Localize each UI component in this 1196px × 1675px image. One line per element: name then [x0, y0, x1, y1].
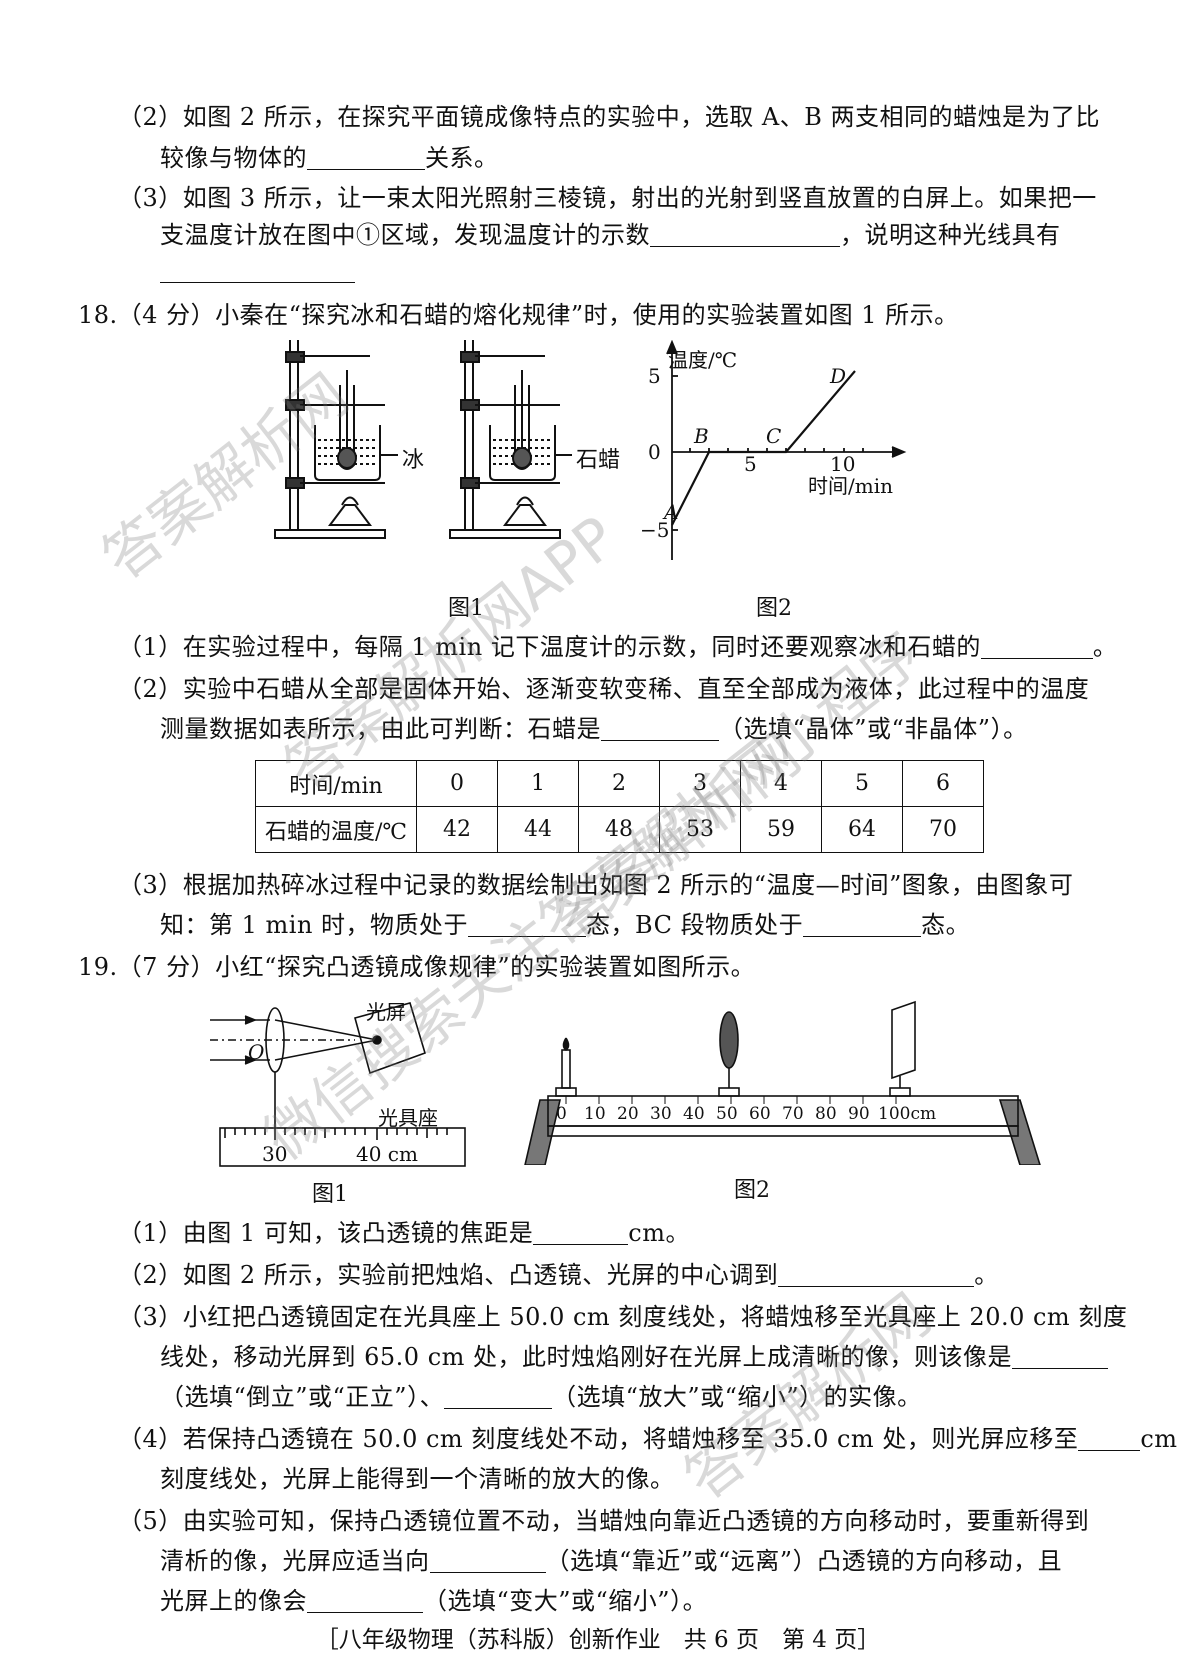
table-cell: 5	[821, 760, 903, 807]
tick-x-5: 5	[744, 452, 757, 476]
q18-part2-line1: （2）实验中石蜡从全部是固体开始、逐渐变软变稀、直至全部成为液体，此过程中的温度	[118, 675, 1090, 703]
bench-tick-label: 30	[650, 1104, 672, 1124]
point-c: C	[766, 424, 782, 448]
bench-tick-label: 80	[815, 1104, 837, 1124]
answer-blank[interactable]	[650, 220, 840, 247]
q19-part5-line3: 光屏上的像会（选填“变大”或“缩小”）。	[160, 1586, 708, 1615]
q19-part3-line3: （选填“倒立”或“正立”）、（选填“放大”或“缩小”）的实像。	[160, 1382, 922, 1411]
melting-curve	[671, 370, 856, 526]
answer-blank[interactable]	[803, 910, 922, 937]
bench-tick-label: 100cm	[878, 1104, 937, 1124]
q17-part3-line1: （3）如图 3 所示，让一束太阳光照射三棱镜，射出的光射到竖直放置的白屏上。如果…	[118, 184, 1097, 212]
answer-blank[interactable]	[1012, 1342, 1109, 1369]
answer-blank[interactable]	[980, 632, 1093, 659]
table-cell: 6	[902, 760, 984, 807]
tick-x-10: 10	[830, 452, 856, 476]
focal-length-figure	[210, 1002, 466, 1167]
q19-part3-line1: （3）小红把凸透镜固定在光具座上 50.0 cm 刻度线处，将蜡烛移至光具座上 …	[118, 1303, 1128, 1331]
bench-tick-label: 50	[716, 1104, 738, 1124]
tick-y-0: 0	[648, 440, 661, 464]
bench-tick-label: 90	[848, 1104, 870, 1124]
bench-ticks	[565, 1096, 897, 1104]
table-cell: 3	[659, 760, 741, 807]
q19-figure1-caption: 图1	[312, 1182, 348, 1207]
q18-title: 18.（4 分）小秦在“探究冰和石蜡的熔化规律”时，使用的实验装置如图 1 所示…	[78, 301, 959, 329]
answer-blank[interactable]	[429, 1546, 546, 1573]
ice-label: 冰	[402, 448, 425, 473]
wax-temperature-table: 时间/min 0 1 2 3 4 5 6 石蜡的温度/℃ 42 44 48 53…	[255, 760, 984, 853]
ruler-mark-40: 40 cm	[356, 1142, 418, 1166]
q19-part2: （2）如图 2 所示，实验前把烛焰、凸透镜、光屏的中心调到。	[118, 1260, 999, 1289]
graph-y-label: 温度/℃	[668, 348, 738, 372]
bench-tick-label: 0	[556, 1104, 567, 1124]
answer-blank[interactable]	[444, 1382, 553, 1409]
figure1-caption: 图1	[448, 596, 484, 621]
table-cell: 70	[902, 806, 984, 853]
ruler-mark-30: 30	[262, 1142, 288, 1166]
table-header-temperature: 石蜡的温度/℃	[255, 806, 417, 853]
q19-part3-line2: 线处，移动光屏到 65.0 cm 处，此时烛焰刚好在光屏上成清晰的像，则该像是	[160, 1340, 1109, 1374]
table-row: 石蜡的温度/℃ 42 44 48 53 59 64 70	[255, 806, 984, 853]
page-footer: ［八年级物理（苏科版）创新作业 共 6 页 第 4 页］	[315, 1627, 881, 1653]
bench-tick-label: 20	[617, 1104, 639, 1124]
point-b: B	[694, 424, 709, 448]
table-cell: 1	[497, 760, 579, 807]
graph-x-label: 时间/min	[808, 474, 893, 498]
table-row: 时间/min 0 1 2 3 4 5 6	[255, 760, 984, 807]
bench-tick-label: 40	[683, 1104, 705, 1124]
answer-blank[interactable]	[160, 282, 355, 283]
q19-part5-line1: （5）由实验可知，保持凸透镜位置不动，当蜡烛向靠近凸透镜的方向移动时，要重新得到	[118, 1507, 1090, 1535]
q18-part3-line2: 知：第 1 min 时，物质处于态，BC 段物质处于态。	[160, 910, 971, 939]
table-header-time: 时间/min	[255, 760, 417, 807]
point-d: D	[830, 364, 847, 388]
wax-label: 石蜡	[576, 448, 621, 473]
bench-tick-label: 10	[584, 1104, 606, 1124]
q17-part2-line2: 较像与物体的关系。	[160, 143, 499, 172]
answer-blank[interactable]	[533, 1218, 629, 1245]
answer-blank[interactable]	[307, 143, 425, 170]
answer-blank[interactable]	[778, 1260, 975, 1287]
q19-part4-line1: （4）若保持凸透镜在 50.0 cm 刻度线处不动，将蜡烛移至 35.0 cm …	[118, 1424, 1178, 1453]
table-cell: 0	[416, 760, 498, 807]
table-cell: 48	[578, 806, 660, 853]
temperature-time-graph	[666, 340, 907, 560]
point-a: A	[664, 500, 679, 524]
table-cell: 4	[740, 760, 822, 807]
q19-figure2-caption: 图2	[734, 1178, 770, 1203]
q17-part2-line1: （2）如图 2 所示，在探究平面镜成像特点的实验中，选取 A、B 两支相同的蜡烛…	[118, 103, 1101, 131]
q17-part3-line2: 支温度计放在图中①区域，发现温度计的示数，说明这种光线具有	[160, 220, 1061, 249]
table-cell: 42	[416, 806, 498, 853]
tick-y-minus5: −5	[640, 518, 670, 542]
q19-part4-line2: 刻度线处，光屏上能得到一个清晰的放大的像。	[160, 1465, 675, 1493]
q18-part3-line1: （3）根据加热碎冰过程中记录的数据绘制出如图 2 所示的“温度—时间”图象，由图…	[118, 871, 1074, 899]
table-cell: 53	[659, 806, 741, 853]
table-cell: 64	[821, 806, 903, 853]
table-cell: 59	[740, 806, 822, 853]
q19-title: 19.（7 分）小红“探究凸透镜成像规律”的实验装置如图所示。	[78, 953, 756, 981]
bench-tick-label: 70	[782, 1104, 804, 1124]
tick-y-5: 5	[648, 364, 661, 388]
optical-center-label: O	[248, 1040, 265, 1064]
answer-blank[interactable]	[1078, 1424, 1141, 1451]
answer-blank[interactable]	[307, 1586, 423, 1613]
bench-tick-label: 60	[749, 1104, 771, 1124]
figure2-caption: 图2	[756, 596, 792, 621]
q18-part2-line2: 测量数据如表所示，由此可判断：石蜡是（选填“晶体”或“非晶体”）。	[160, 714, 1028, 743]
table-cell: 2	[578, 760, 660, 807]
table-cell: 44	[497, 806, 579, 853]
screen-label: 光屏	[366, 1000, 406, 1024]
q18-part1: （1）在实验过程中，每隔 1 min 记下温度计的示数，同时还要观察冰和石蜡的。	[118, 632, 1118, 661]
optical-bench-figure	[524, 1000, 1041, 1165]
answer-blank[interactable]	[601, 714, 719, 741]
melting-apparatus-figure	[274, 340, 572, 539]
q19-part5-line2: 清析的像，光屏应适当向（选填“靠近”或“远离”）凸透镜的方向移动，且	[160, 1546, 1063, 1575]
answer-blank[interactable]	[468, 910, 587, 937]
optical-bench-label: 光具座	[378, 1106, 438, 1130]
